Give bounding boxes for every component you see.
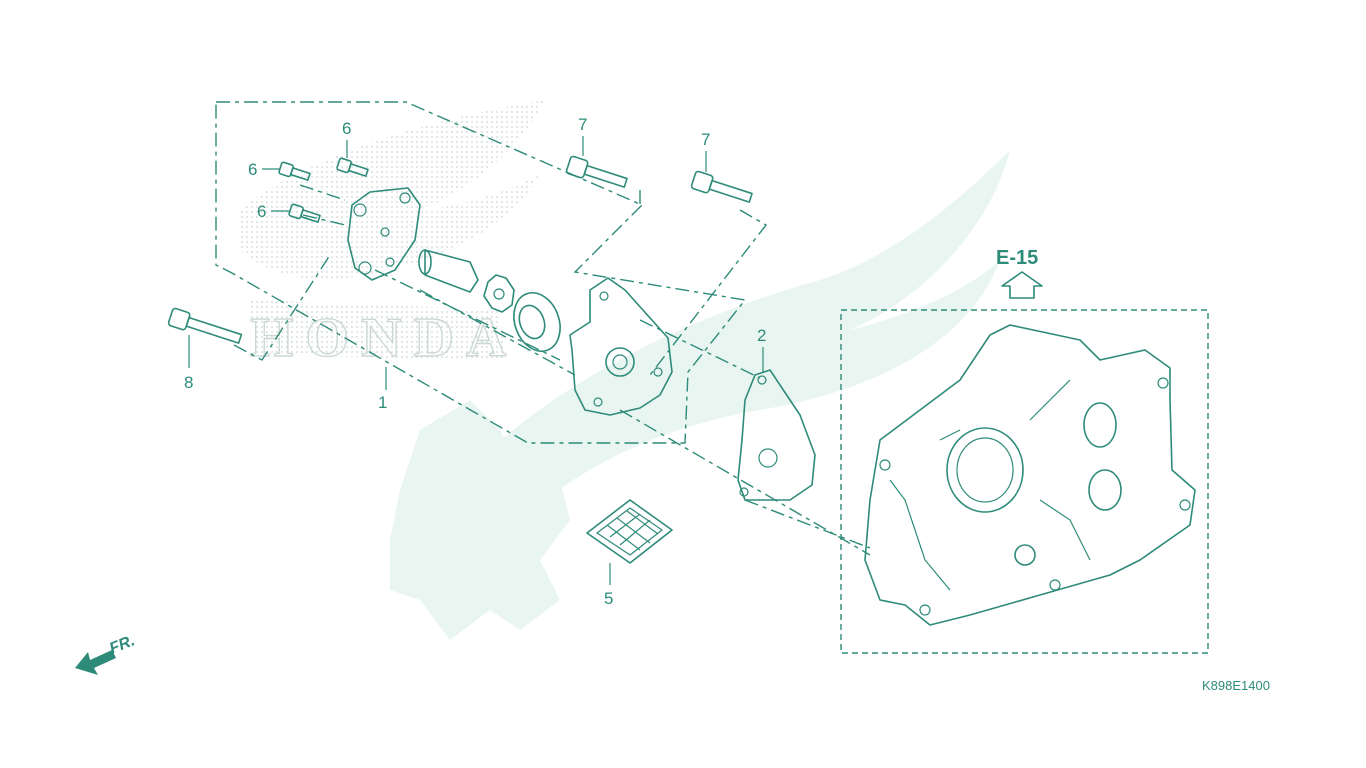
bolt-8: [167, 307, 243, 344]
callout-label: 1: [378, 393, 387, 412]
callout-label: 7: [578, 115, 587, 134]
callout-2: 2: [757, 326, 766, 372]
callout-label: 2: [757, 326, 766, 345]
callout-5: 5: [604, 563, 613, 608]
reference-label[interactable]: E-15: [996, 247, 1038, 269]
callout-1: 1: [378, 393, 387, 412]
callout-label: 8: [184, 373, 193, 392]
callout-label: 6: [248, 160, 257, 179]
inner-rotor: [483, 274, 515, 313]
callout-6-lower: 6: [257, 202, 290, 221]
bolt-7-left: [565, 155, 628, 188]
outer-rotor: [513, 292, 561, 352]
front-arrow-icon: [75, 650, 116, 675]
oil-strainer: [586, 499, 673, 564]
drawing-code: K898E1400: [1202, 678, 1270, 693]
callout-7-right: 7: [701, 130, 710, 172]
callout-6-top: 6: [342, 119, 351, 158]
watermark-brand: HONDA: [250, 307, 518, 369]
bolt-6-middle: [278, 161, 311, 181]
callout-label: 5: [604, 589, 613, 608]
front-label: FR.: [107, 632, 137, 657]
bolt-7-right: [690, 170, 753, 203]
oil-pump-cover: [347, 187, 421, 281]
callout-7-left: 7: [578, 115, 587, 156]
gasket: [737, 369, 816, 501]
reference-box: [840, 309, 1209, 654]
oil-pump-body: [569, 277, 673, 416]
callout-label: 6: [257, 202, 266, 221]
bolt-6-top: [336, 157, 369, 177]
callout-label: 7: [701, 130, 710, 149]
callout-6-middle: 6: [248, 160, 280, 179]
reference-arrow-icon[interactable]: [1001, 271, 1043, 299]
callout-8: 8: [184, 335, 193, 392]
bolt-6-lower: [288, 203, 321, 223]
front-direction-indicator: FR.: [75, 632, 137, 675]
callout-label: 6: [342, 119, 351, 138]
pump-shaft: [418, 249, 479, 293]
crankcase: [864, 324, 1196, 626]
assembly-lines: [215, 101, 871, 556]
